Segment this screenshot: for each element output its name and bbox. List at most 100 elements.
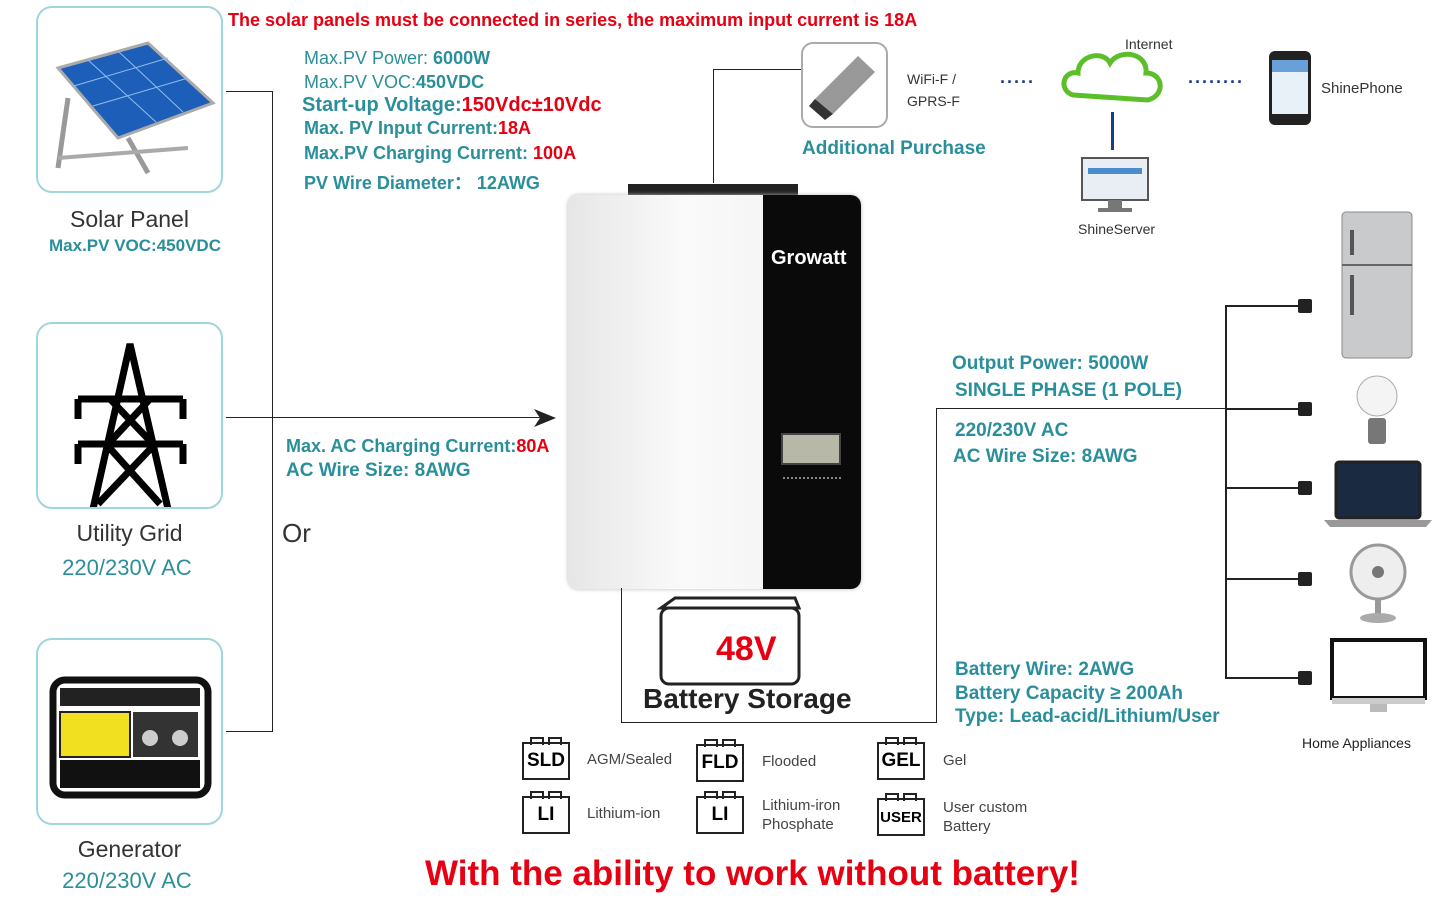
ac-wire-size: AC Wire Size: 8AWG <box>286 460 471 481</box>
battery-type-label: Flooded <box>762 753 817 770</box>
wire <box>936 408 937 723</box>
battery-type-label: Lithium-ion <box>587 805 661 822</box>
battery-capacity: Battery Capacity ≥ 200Ah <box>955 683 1183 704</box>
wire <box>1225 487 1300 489</box>
spec-key: Max.PV Charging Current: <box>304 143 534 163</box>
battery-type-icon: LI <box>696 791 744 834</box>
wire <box>1225 305 1227 677</box>
wire <box>936 408 1226 409</box>
spec-value: 18A <box>498 118 532 138</box>
inverter-unit: Growatt <box>568 195 861 589</box>
utility-grid-card <box>36 322 223 509</box>
wire <box>621 588 622 723</box>
label-line: Lithium-iron <box>762 797 841 814</box>
smartphone-icon <box>1269 51 1311 125</box>
lcd-display <box>781 433 841 465</box>
solar-panel-icon <box>55 41 216 175</box>
additional-purchase: Additional Purchase <box>802 138 986 159</box>
wire <box>272 91 273 732</box>
label-line: Battery <box>943 818 991 835</box>
home-appliances-label: Home Appliances <box>1302 735 1411 751</box>
wire <box>1225 305 1300 307</box>
solar-panel-voc: Max.PV VOC:450VDC <box>49 236 221 255</box>
wifi-label: WiFi-F / GPRS-F <box>907 68 960 112</box>
spec-value: 450VDC <box>416 72 485 92</box>
battery-wire: Battery Wire: 2AWG <box>955 659 1135 680</box>
output-power: Output Power: 5000W <box>952 353 1149 374</box>
wire <box>713 69 801 70</box>
wifi-label-line: WiFi-F / <box>907 71 956 87</box>
spec-value: 150Vdc±10Vdc <box>461 94 602 116</box>
growatt-logo: Growatt <box>771 247 847 269</box>
solar-panel-label: Solar Panel <box>70 206 189 232</box>
arrow-right-icon <box>534 409 556 427</box>
ac-charging-value: 80A <box>516 436 550 456</box>
solar-panel-card <box>36 6 223 193</box>
wire <box>226 417 546 418</box>
spec-key: Max.PV VOC: <box>304 72 417 92</box>
plug-icon <box>1298 299 1312 313</box>
generator-icon <box>49 676 212 799</box>
battery-icon <box>656 596 802 686</box>
spec-value: 100A <box>533 143 577 163</box>
label-line: Phosphate <box>762 816 834 833</box>
label-line: User custom <box>943 799 1028 816</box>
control-buttons[interactable] <box>783 477 841 487</box>
battery-voltage: 48V <box>716 630 777 668</box>
battery-type-label: AGM/Sealed <box>587 751 673 768</box>
utility-grid-voltage: 220/230V AC <box>62 555 192 580</box>
monitor-icon <box>1330 638 1427 712</box>
power-pylon-icon <box>74 343 187 507</box>
series-note: The solar panels must be connected in se… <box>228 10 918 30</box>
battery-type-icon: LI <box>522 791 570 834</box>
spec-key: PV Wire Diameter： <box>304 173 477 193</box>
battery-type-icon: GEL <box>877 737 925 780</box>
spec-value: 6000W <box>433 48 491 68</box>
plug-icon <box>1298 671 1312 685</box>
wire <box>1225 677 1300 679</box>
wire <box>1225 578 1300 580</box>
battery-type-icon: SLD <box>522 737 570 780</box>
or-label: Or <box>282 518 311 548</box>
refrigerator-icon <box>1341 211 1413 359</box>
link-line <box>1111 112 1114 150</box>
plug-icon <box>1298 402 1312 416</box>
generator-label: Generator <box>77 836 182 862</box>
generator-voltage: 220/230V AC <box>62 868 192 893</box>
plug-icon <box>1298 481 1312 495</box>
output-wire-size: AC Wire Size: 8AWG <box>953 446 1138 467</box>
battery-storage-label: Battery Storage <box>643 683 852 714</box>
wire <box>1225 408 1300 410</box>
battery-type-label: Gel <box>943 752 967 769</box>
shineserver-label: ShineServer <box>1078 221 1156 237</box>
spec-key: Start-up Voltage: <box>302 94 462 116</box>
fan-icon <box>1349 543 1407 623</box>
footer-tagline: With the ability to work without battery… <box>425 854 1080 893</box>
gprs-label-line: GPRS-F <box>907 93 960 109</box>
dotted-link: ········ <box>1188 72 1244 92</box>
wire <box>621 722 937 723</box>
wire <box>226 91 273 92</box>
battery-type-icon: FLD <box>696 739 744 782</box>
plug-icon <box>1298 572 1312 586</box>
wire <box>226 731 273 732</box>
output-voltage: 220/230V AC <box>955 420 1069 441</box>
wifi-dongle-icon <box>809 56 875 120</box>
battery-type-icon: USER <box>877 793 925 836</box>
spec-value: 12AWG <box>476 173 540 193</box>
wifi-module-card <box>801 42 888 128</box>
generator-card <box>36 638 223 825</box>
output-phase: SINGLE PHASE (1 POLE) <box>955 380 1182 401</box>
cloud-icon <box>1061 51 1163 103</box>
wire <box>713 69 714 183</box>
shinephone-label: ShinePhone <box>1321 80 1403 97</box>
inverter-front-panel: Growatt <box>763 195 861 589</box>
server-computer-icon <box>1081 157 1149 212</box>
ac-charging-key: Max. AC Charging Current: <box>286 436 517 456</box>
spec-key: Max. PV Input Current: <box>304 118 499 138</box>
internet-label: Internet <box>1125 36 1173 52</box>
laptop-icon <box>1324 460 1432 527</box>
light-bulb-icon <box>1356 375 1398 444</box>
